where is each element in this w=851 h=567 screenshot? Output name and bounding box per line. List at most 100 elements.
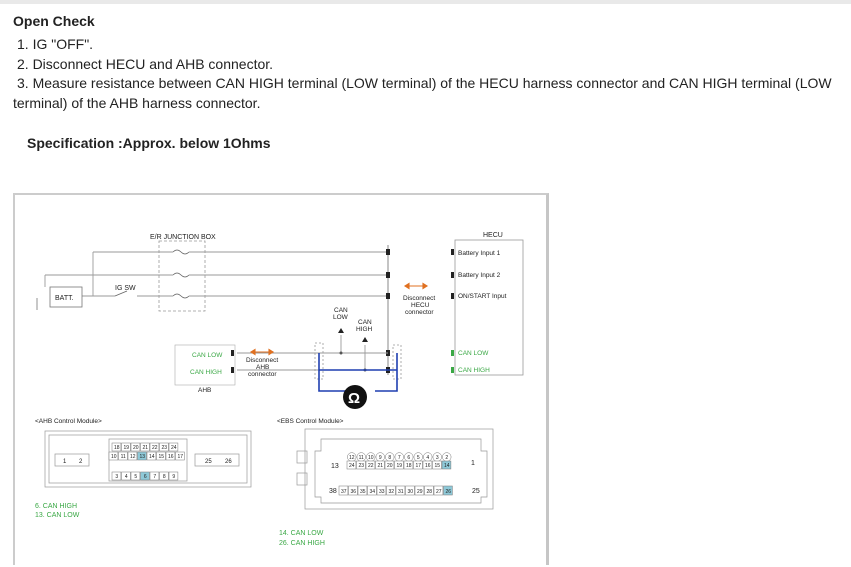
- arrow-up-icon: [362, 337, 368, 342]
- connector-pin-number: 4: [426, 455, 429, 461]
- ohmmeter-icon: Ω: [343, 385, 367, 409]
- connector-pin-cell: [405, 485, 415, 496]
- connector-pin-cell: [414, 485, 425, 496]
- connector-pin-cell: [108, 451, 119, 461]
- connector-pin-number: 22: [152, 445, 158, 451]
- connector-pin-cell: [156, 451, 166, 461]
- hecu-pin: [386, 272, 390, 278]
- connector-pin-number: 34: [369, 489, 375, 495]
- junction-box-outline: [158, 240, 206, 312]
- ebs-module-connector: [296, 428, 494, 510]
- ahb-module-label: <AHB Control Module>: [35, 418, 102, 425]
- battery-label: BATT.: [55, 295, 74, 302]
- connector-pin-number: 15: [434, 463, 440, 469]
- connector-pin-cell: [127, 451, 138, 461]
- connector-pin-number: 35: [360, 489, 366, 495]
- connector-pin-cell: [146, 451, 157, 461]
- step-3: 3. Measure resistance between CAN HIGH t…: [13, 75, 832, 111]
- ahb-pin-label: CAN LOW: [192, 352, 223, 359]
- connector-pin-cell: [121, 442, 131, 452]
- connector-pin-number: 27: [436, 489, 442, 495]
- connector-pin-number: 19: [123, 445, 129, 451]
- hecu-pin-label: Battery Input 1: [458, 250, 501, 257]
- disconnect-ahb-text: AHB: [256, 364, 269, 371]
- connector-pin-cell: [365, 460, 376, 470]
- connector-pin-cell: [375, 460, 385, 470]
- connector-pin-cell: [165, 451, 176, 461]
- connector-pin-cell: [356, 460, 366, 470]
- ebs-legend-item: 14. CAN LOW: [279, 530, 324, 537]
- connector-pin-number: 14: [444, 463, 450, 469]
- top-divider: [0, 0, 851, 4]
- connector-pin-number: 8: [388, 455, 391, 461]
- connector-pin-number: 16: [168, 454, 174, 460]
- hecu-pin: [386, 249, 390, 255]
- ahb-pin: [231, 350, 234, 356]
- connector-pin-cell: [346, 460, 357, 470]
- connector-pin-cell: [175, 451, 185, 461]
- connector-pin-number: 36: [350, 489, 356, 495]
- disconnect-ahb-text: Disconnect: [246, 357, 278, 364]
- connector-pin-cell: [441, 460, 452, 470]
- ahb-pin-label: CAN HIGH: [190, 369, 222, 376]
- ebs-module-label: <EBS Control Module>: [277, 418, 344, 425]
- hecu-pin: [386, 293, 390, 299]
- splice-dot: [339, 351, 343, 355]
- connector-pin-number: 18: [406, 463, 412, 469]
- junction-box-label: E/R JUNCTION BOX: [150, 234, 216, 241]
- disconnect-hecu-text: HECU: [411, 302, 430, 309]
- hecu-pin-label: CAN HIGH: [458, 367, 490, 374]
- connector-pin-number: 21: [377, 463, 383, 469]
- disconnect-ahb-text: connector: [248, 371, 277, 378]
- connector-pin-number: 23: [161, 445, 167, 451]
- connector-pin-number: 10: [368, 455, 374, 461]
- connector-pin-number: 19: [396, 463, 402, 469]
- connector-pin-cell: [394, 460, 404, 470]
- hecu-pin-label: CAN LOW: [458, 350, 489, 357]
- connector-pin-number: 20: [387, 463, 393, 469]
- connector-pin-cell: [118, 451, 128, 461]
- connector-pin-number: 15: [158, 454, 164, 460]
- ahb-label: AHB: [198, 387, 211, 394]
- ebs-conn-pin: 38: [329, 488, 337, 495]
- ebs-legend-item: 26. CAN HIGH: [279, 540, 325, 547]
- connector-pin-number: 22: [368, 463, 374, 469]
- connector-pin-number: 6: [144, 474, 147, 480]
- ahb-connector-box: [174, 344, 236, 386]
- connector-pin-cell: [140, 471, 150, 481]
- disconnect-arrow-icon: [249, 348, 275, 356]
- connector-pin-number: 24: [349, 463, 355, 469]
- connector-pin-number: 11: [359, 455, 364, 461]
- connector-pin-number: 20: [133, 445, 139, 451]
- connector-pin-cell: [159, 471, 169, 481]
- disconnect-hecu-text: connector: [405, 309, 434, 316]
- connector-pin-number: 16: [425, 463, 431, 469]
- connector-pin-number: 24: [171, 445, 177, 451]
- step-1: 1. IG "OFF".: [17, 36, 94, 52]
- ebs-conn-pin: 25: [472, 488, 480, 495]
- connector-pin-number: 31: [398, 489, 404, 495]
- hecu-pin-list: [451, 249, 454, 373]
- connector-pin-number: 2: [445, 455, 448, 461]
- connector-pin-cell: [168, 442, 179, 452]
- connector-pin-cell: [130, 442, 141, 452]
- ahb-conn-pin: 1: [63, 459, 67, 465]
- connector-pin-cell: [159, 442, 169, 452]
- connector-pin-number: 7: [398, 455, 401, 461]
- connector-pin-cell: [424, 485, 434, 496]
- connector-pin-cell: [168, 471, 179, 481]
- connector-pin-cell: [376, 485, 387, 496]
- specification: Specification :Approx. below 1Ohms: [27, 135, 271, 151]
- connector-pin-cell: [367, 485, 377, 496]
- section-title: Open Check: [13, 13, 95, 29]
- connector-pin-number: 29: [417, 489, 423, 495]
- connector-pin-cell: [111, 471, 122, 481]
- connector-pin-cell: [149, 471, 160, 481]
- connector-pin-number: 6: [407, 455, 410, 461]
- connector-pin-number: 30: [407, 489, 413, 495]
- connector-pin-cell: [386, 485, 396, 496]
- measurement-loop: [318, 353, 398, 392]
- connector-pin-number: 11: [121, 454, 126, 460]
